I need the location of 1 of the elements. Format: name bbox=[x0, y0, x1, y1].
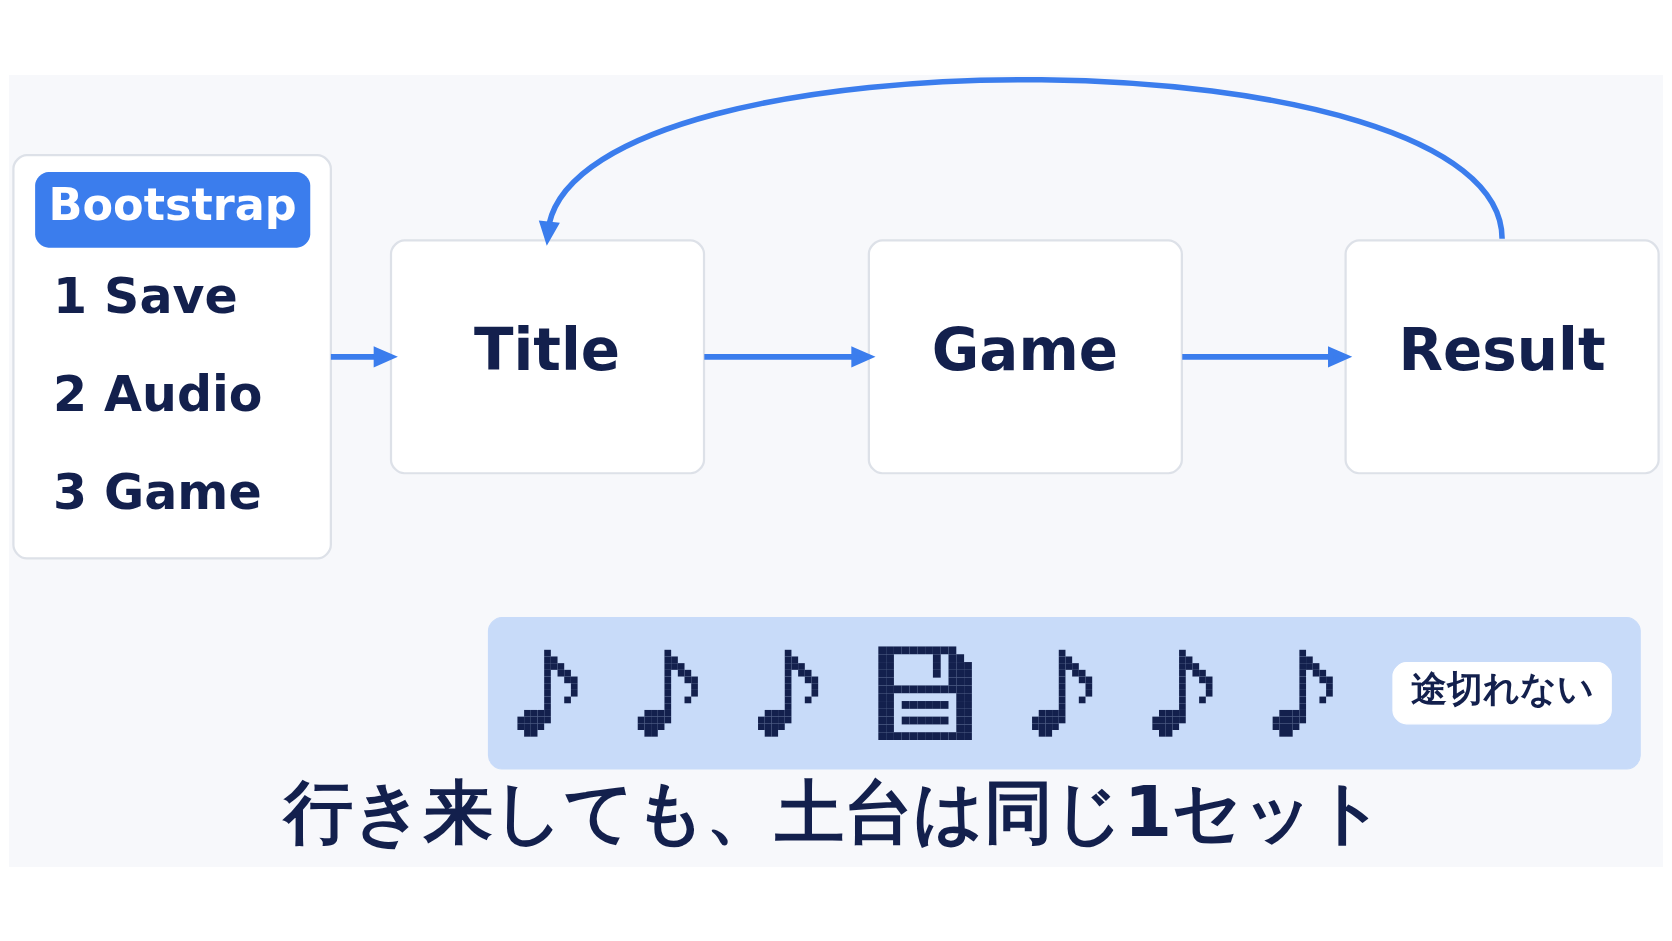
caption: 行き来しても、土台は同じ1セット bbox=[284, 771, 1386, 852]
